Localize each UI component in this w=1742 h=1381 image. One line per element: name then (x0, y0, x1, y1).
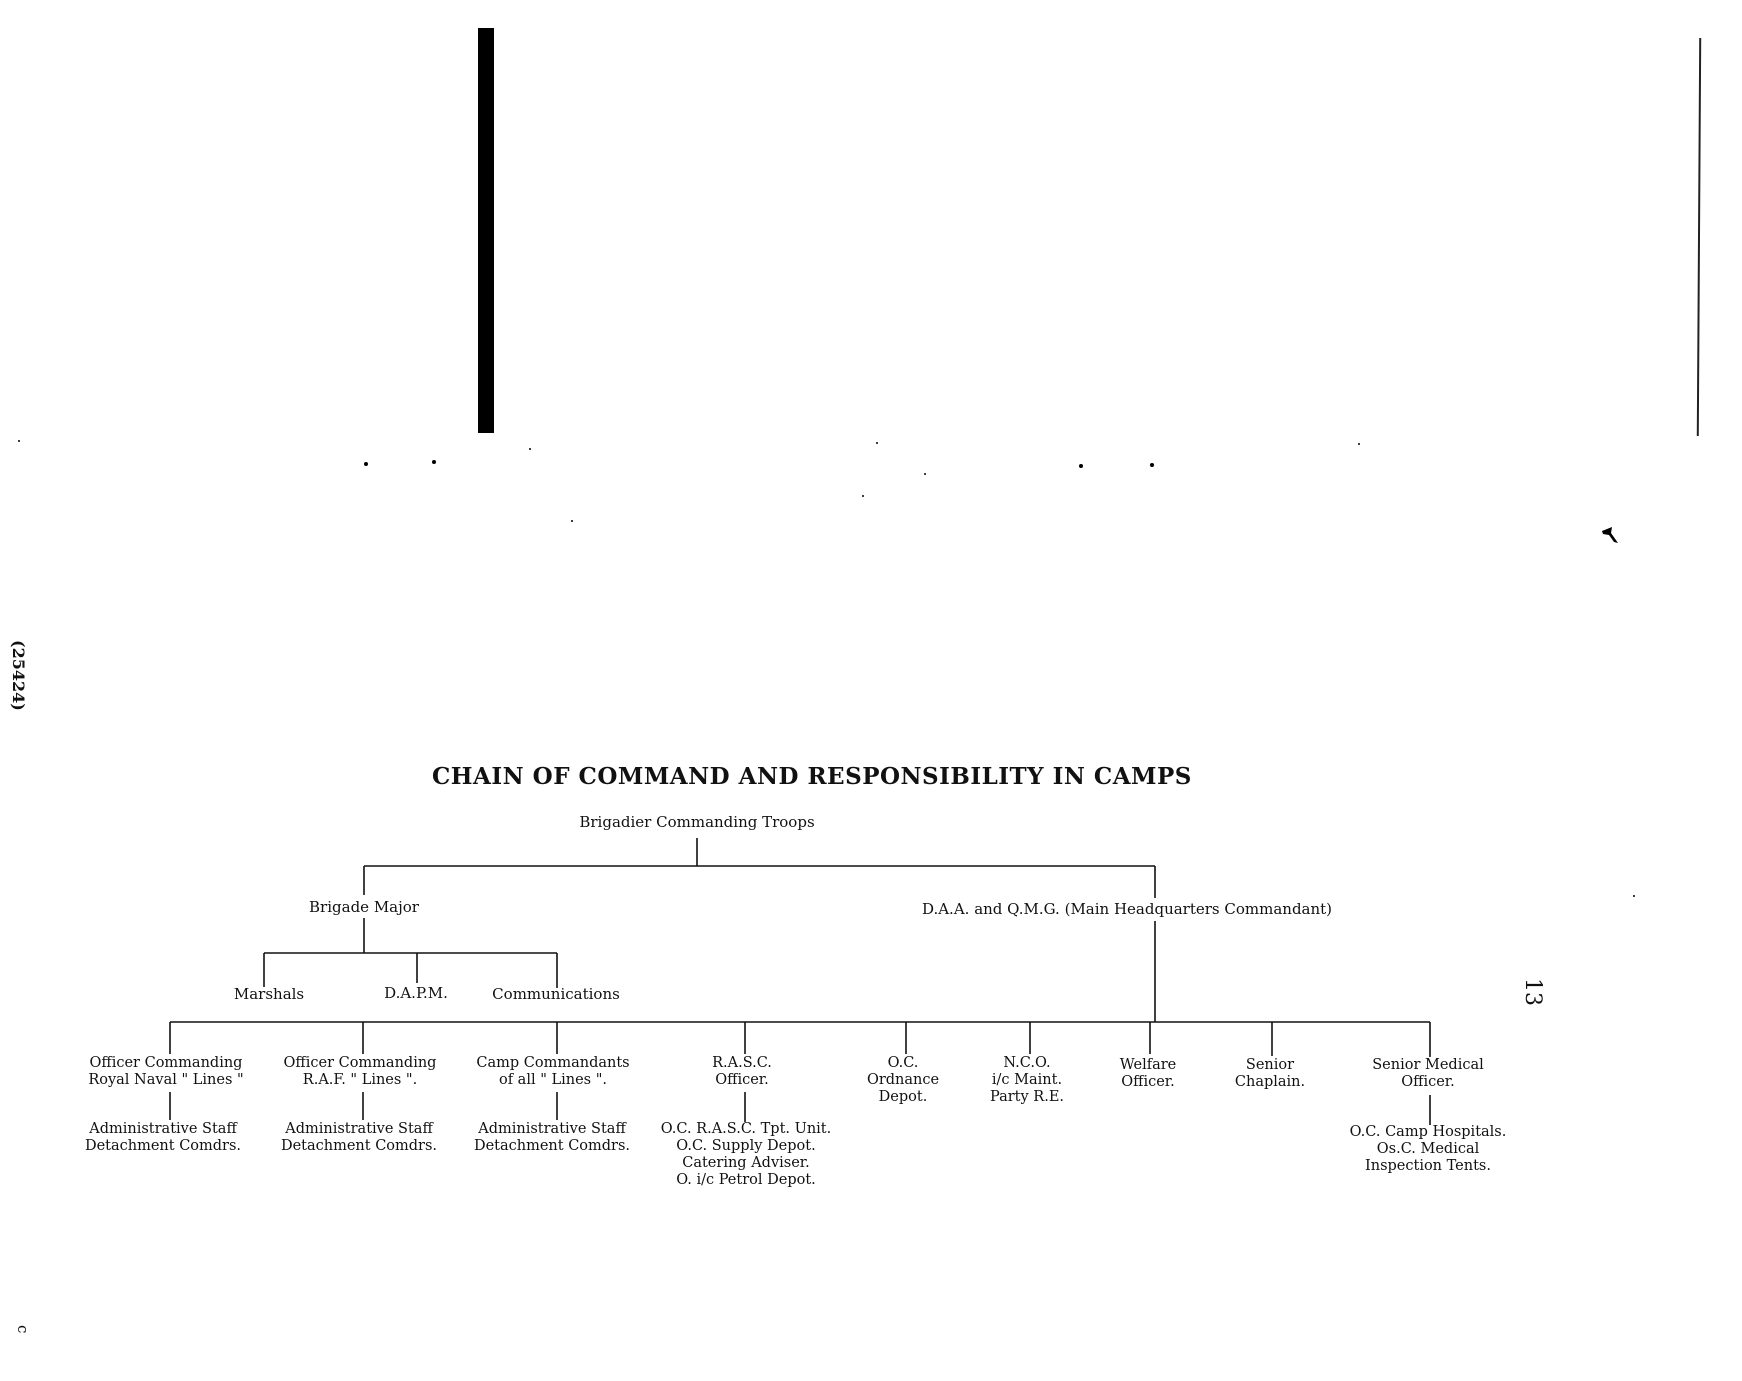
node-line: Chaplain. (1234, 1074, 1306, 1090)
node-line: Officer. (715, 1072, 769, 1088)
node-line: Detachment Comdrs. (473, 1138, 631, 1154)
chart-title: CHAIN OF COMMAND AND RESPONSIBILITY IN C… (432, 763, 1192, 790)
scan-speck (1633, 895, 1635, 897)
node-brigadier: Brigadier Commanding Troops (579, 813, 815, 831)
node-line: O.C. (887, 1055, 919, 1071)
node-line: Officer Commanding (89, 1055, 243, 1071)
scan-speck (1150, 463, 1154, 467)
node-line: Detachment Comdrs. (84, 1138, 242, 1154)
node-line: O.C. R.A.S.C. Tpt. Unit. (660, 1121, 832, 1137)
node-senior-chaplain: Senior Chaplain. (1235, 1057, 1305, 1091)
node-line: Depot. (878, 1089, 928, 1105)
node-communications: Communications (492, 985, 620, 1003)
node-admin-staff-naval: Administrative Staff Detachment Comdrs. (85, 1121, 241, 1155)
ink-blot (1602, 527, 1618, 543)
node-line: Royal Naval " Lines " (88, 1072, 244, 1088)
node-oc-raf: Officer Commanding R.A.F. " Lines ". (284, 1055, 437, 1089)
node-marshals: Marshals (233, 985, 305, 1003)
node-line: of all " Lines ". (498, 1072, 608, 1088)
node-senior-medical-officer: Senior Medical Officer. (1372, 1057, 1484, 1091)
scan-margin-bar (478, 28, 494, 433)
node-line: R.A.S.C. (712, 1055, 772, 1071)
scan-speck (364, 462, 368, 466)
node-line: Detachment Comdrs. (280, 1138, 438, 1154)
node-line: Administrative Staff (89, 1121, 237, 1137)
node-line: Camp Commandants (476, 1055, 630, 1071)
node-rasc-officer: R.A.S.C. Officer. (712, 1055, 772, 1089)
scan-speck (876, 442, 878, 444)
scan-speck (1358, 443, 1360, 445)
node-line: Senior (1245, 1057, 1295, 1073)
node-dapm: D.A.P.M. (384, 984, 448, 1002)
node-line: Party R.E. (989, 1089, 1065, 1105)
node-medical-subunits: O.C. Camp Hospitals. Os.C. Medical Inspe… (1350, 1124, 1507, 1175)
node-line: Officer Commanding (283, 1055, 437, 1071)
node-line: O.C. Camp Hospitals. (1349, 1124, 1507, 1140)
node-line: Welfare (1119, 1057, 1177, 1073)
node-camp-commandants: Camp Commandants of all " Lines ". (476, 1055, 629, 1089)
scan-speck (1079, 464, 1083, 468)
node-line: i/c Maint. (991, 1072, 1063, 1088)
scan-speck (924, 473, 926, 475)
node-line: O. i/c Petrol Depot. (676, 1172, 816, 1188)
node-oc-royal-naval: Officer Commanding Royal Naval " Lines " (88, 1055, 243, 1089)
node-oc-ordnance-depot: O.C. Ordnance Depot. (867, 1055, 939, 1106)
node-admin-staff-raf: Administrative Staff Detachment Comdrs. (281, 1121, 437, 1155)
node-line: N.C.O. (1003, 1055, 1051, 1071)
node-line: Senior Medical (1372, 1057, 1484, 1073)
node-line: Ordnance (866, 1072, 940, 1088)
node-daa-qmg: D.A.A. and Q.M.G. (Main Headquarters Com… (921, 900, 1333, 918)
node-admin-staff-camp: Administrative Staff Detachment Comdrs. (474, 1121, 630, 1155)
node-line: Administrative Staff (478, 1121, 626, 1137)
node-brigade-major: Brigade Major (309, 898, 419, 916)
node-nco-maint-party: N.C.O. i/c Maint. Party R.E. (990, 1055, 1064, 1106)
node-rasc-subunits: O.C. R.A.S.C. Tpt. Unit. O.C. Supply Dep… (661, 1121, 832, 1189)
node-line: Administrative Staff (285, 1121, 433, 1137)
scan-speck (432, 460, 436, 464)
scan-speck (529, 448, 531, 450)
node-line: Inspection Tents. (1365, 1158, 1491, 1174)
scan-speck (862, 495, 864, 497)
node-line: O.C. Supply Depot. (676, 1138, 816, 1154)
node-line: Officer. (1121, 1074, 1175, 1090)
node-line: Officer. (1401, 1074, 1455, 1090)
scan-speck (18, 440, 20, 442)
node-line: Catering Adviser. (682, 1155, 810, 1171)
scan-speck (571, 520, 573, 522)
node-welfare-officer: Welfare Officer. (1120, 1057, 1176, 1091)
node-line: R.A.F. " Lines ". (302, 1072, 418, 1088)
node-line: Os.C. Medical (1376, 1141, 1480, 1157)
